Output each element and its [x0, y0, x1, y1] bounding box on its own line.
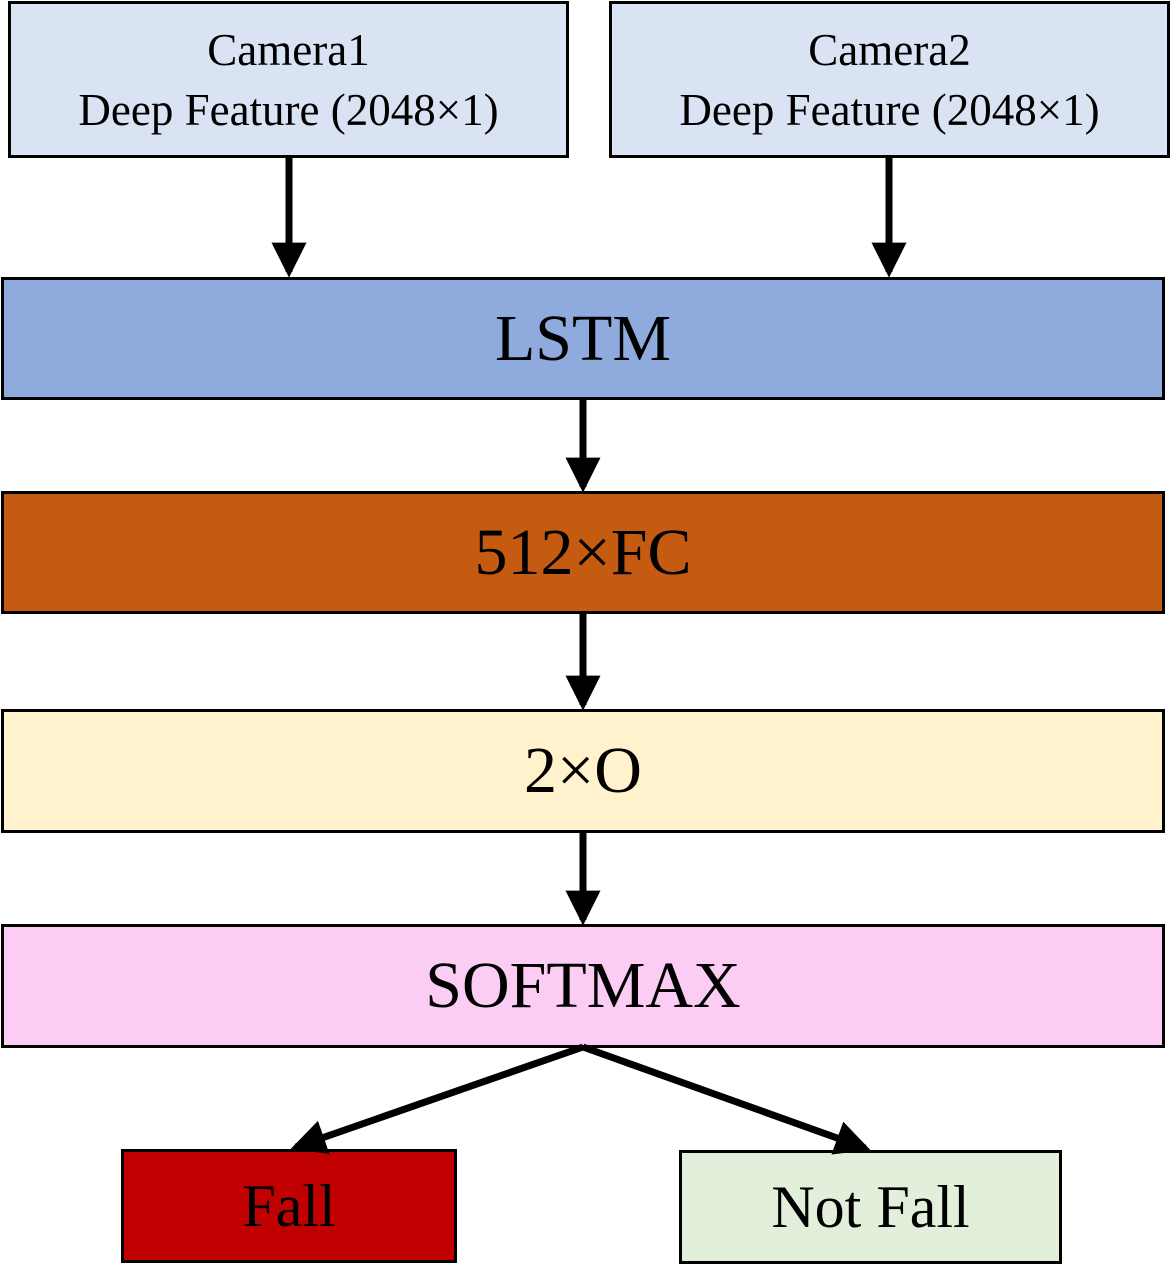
fc-label: 512×FC [474, 515, 692, 589]
fall-class-box: Fall [121, 1149, 457, 1263]
not-fall-class-box: Not Fall [679, 1150, 1062, 1264]
softmax-label: SOFTMAX [425, 949, 741, 1022]
output-layer-box: 2×O [1, 709, 1165, 833]
fc-layer-box: 512×FC [1, 491, 1165, 614]
not-fall-label: Not Fall [771, 1174, 970, 1240]
camera1-feature-box: Camera1 Deep Feature (2048×1) [8, 1, 569, 158]
fall-label: Fall [242, 1173, 336, 1239]
camera1-label: Camera1 [207, 24, 370, 75]
lstm-label: LSTM [494, 301, 672, 375]
arrow-softmax-to-not-fall [581, 1043, 871, 1155]
softmax-layer-box: SOFTMAX [1, 924, 1165, 1048]
camera1-feature-label: Deep Feature (2048×1) [78, 84, 499, 135]
lstm-layer-box: LSTM [1, 277, 1165, 400]
camera2-feature-label: Deep Feature (2048×1) [679, 84, 1100, 135]
camera2-label: Camera2 [808, 24, 971, 75]
output-label: 2×O [524, 734, 642, 807]
camera2-feature-box: Camera2 Deep Feature (2048×1) [609, 1, 1170, 158]
arrow-softmax-to-fall [290, 1043, 585, 1154]
